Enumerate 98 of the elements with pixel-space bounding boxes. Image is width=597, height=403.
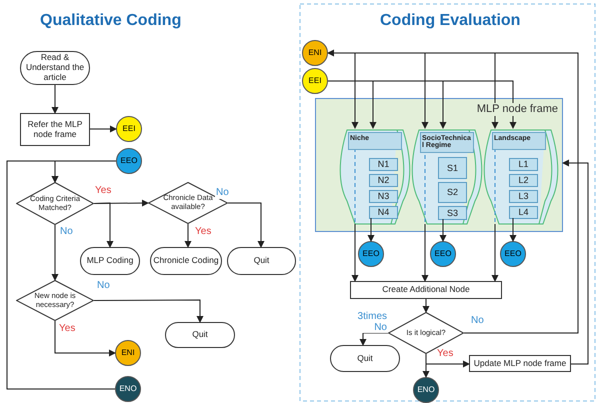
flow-arrow [94, 202, 114, 248]
flow-arrow [422, 298, 430, 313]
node-label: N2 [378, 175, 390, 186]
flow-arrow [352, 224, 358, 282]
edge-label: Yes [194, 227, 212, 238]
item-box [509, 174, 538, 187]
edge-label: No [215, 188, 230, 198]
process-box [350, 281, 502, 299]
flow-arrow [6, 160, 116, 390]
flow-arrow [422, 224, 428, 282]
flow-arrow [228, 202, 264, 248]
flow-arrow [368, 218, 374, 242]
decision-diamond [16, 280, 94, 321]
item-box [369, 174, 398, 187]
connector-circle [115, 340, 141, 366]
flow-arrow [90, 126, 117, 132]
item-box [438, 182, 467, 203]
flow-arrow [94, 300, 204, 323]
item-box [509, 190, 538, 203]
flow-arrow [52, 224, 58, 281]
connector-circle [302, 68, 328, 94]
item-box [369, 190, 398, 203]
terminal-box [150, 247, 222, 275]
item-box [369, 206, 398, 219]
node-label: S2 [446, 187, 458, 198]
category-column [339, 129, 411, 225]
terminal-box [20, 51, 90, 85]
item-box [509, 158, 538, 171]
flow-arrow [426, 354, 470, 368]
terminal-box [165, 322, 235, 348]
decision-diamond [16, 182, 94, 225]
flow-arrow [52, 84, 58, 114]
flow-arrow [327, 50, 578, 334]
node-label: L2 [518, 175, 528, 186]
node-label: L4 [518, 207, 528, 218]
node-label: EEO [120, 156, 138, 166]
node-label: ENO [417, 385, 435, 395]
flow-arrow [440, 218, 446, 242]
category-column [411, 129, 483, 225]
panel-title: Coding Evaluation [380, 12, 520, 30]
node-label: Quit [252, 256, 270, 266]
flow-arrow [492, 224, 498, 282]
process-box [469, 355, 571, 372]
node-label: Update MLP node frame [472, 358, 568, 368]
edge-label: No [96, 281, 111, 292]
node-label: MLP Coding [86, 256, 134, 266]
node-label: EEI [122, 124, 136, 134]
node-label: Refer the MLP node frame [26, 120, 84, 140]
decision-diamond [148, 182, 228, 224]
connector-circle [302, 40, 328, 66]
edge-label: Yes [436, 349, 454, 360]
node-label: EEI [308, 76, 322, 86]
terminal-box [80, 247, 140, 275]
connector-circle [115, 376, 141, 402]
item-box [509, 206, 538, 219]
node-label: L3 [518, 191, 528, 202]
panel-title: Qualitative Coding [40, 12, 182, 30]
terminal-box [330, 345, 400, 372]
node-label: Chronicle Coding [152, 256, 220, 266]
node-label: ENO [119, 384, 137, 394]
node-label: N1 [378, 159, 390, 170]
item-box [369, 158, 398, 171]
connector-circle [500, 241, 526, 267]
flow-arrow [562, 160, 588, 364]
node-label: EEO [504, 249, 522, 259]
connector-circle [430, 241, 456, 267]
node-label: Quit [191, 330, 209, 340]
category-column [483, 129, 559, 225]
node-label: EEO [434, 249, 452, 259]
frame-panel [315, 98, 563, 232]
node-label: ENI [308, 48, 322, 58]
node-label: S1 [446, 162, 458, 174]
flow-arrow [184, 224, 192, 248]
connector-circle [413, 377, 439, 403]
node-label: Create Additional Node [381, 285, 471, 295]
node-label: Quit [356, 354, 374, 364]
terminal-box [227, 247, 296, 275]
node-label: L1 [518, 159, 528, 170]
edge-label: Yes [94, 186, 112, 196]
item-box [438, 157, 467, 179]
frame-title: MLP node frame [476, 103, 558, 116]
node-label: N4 [378, 207, 390, 218]
node-label: N3 [378, 191, 390, 202]
item-box [438, 206, 467, 220]
process-box [20, 113, 90, 146]
edge-label: No [470, 316, 485, 326]
connector-circle [116, 116, 142, 142]
flow-arrow [54, 320, 116, 356]
connector-circle [116, 148, 142, 174]
connector-circle [358, 241, 384, 267]
node-label: Read & Understand the article [24, 53, 86, 83]
node-label: ENI [121, 348, 135, 358]
flow-arrow [510, 218, 516, 242]
edge-label: No [59, 227, 74, 238]
edge-label: Yes [58, 324, 76, 334]
node-label: EEO [362, 249, 380, 259]
flow-arrow [328, 80, 516, 129]
node-label: S3 [446, 208, 458, 218]
